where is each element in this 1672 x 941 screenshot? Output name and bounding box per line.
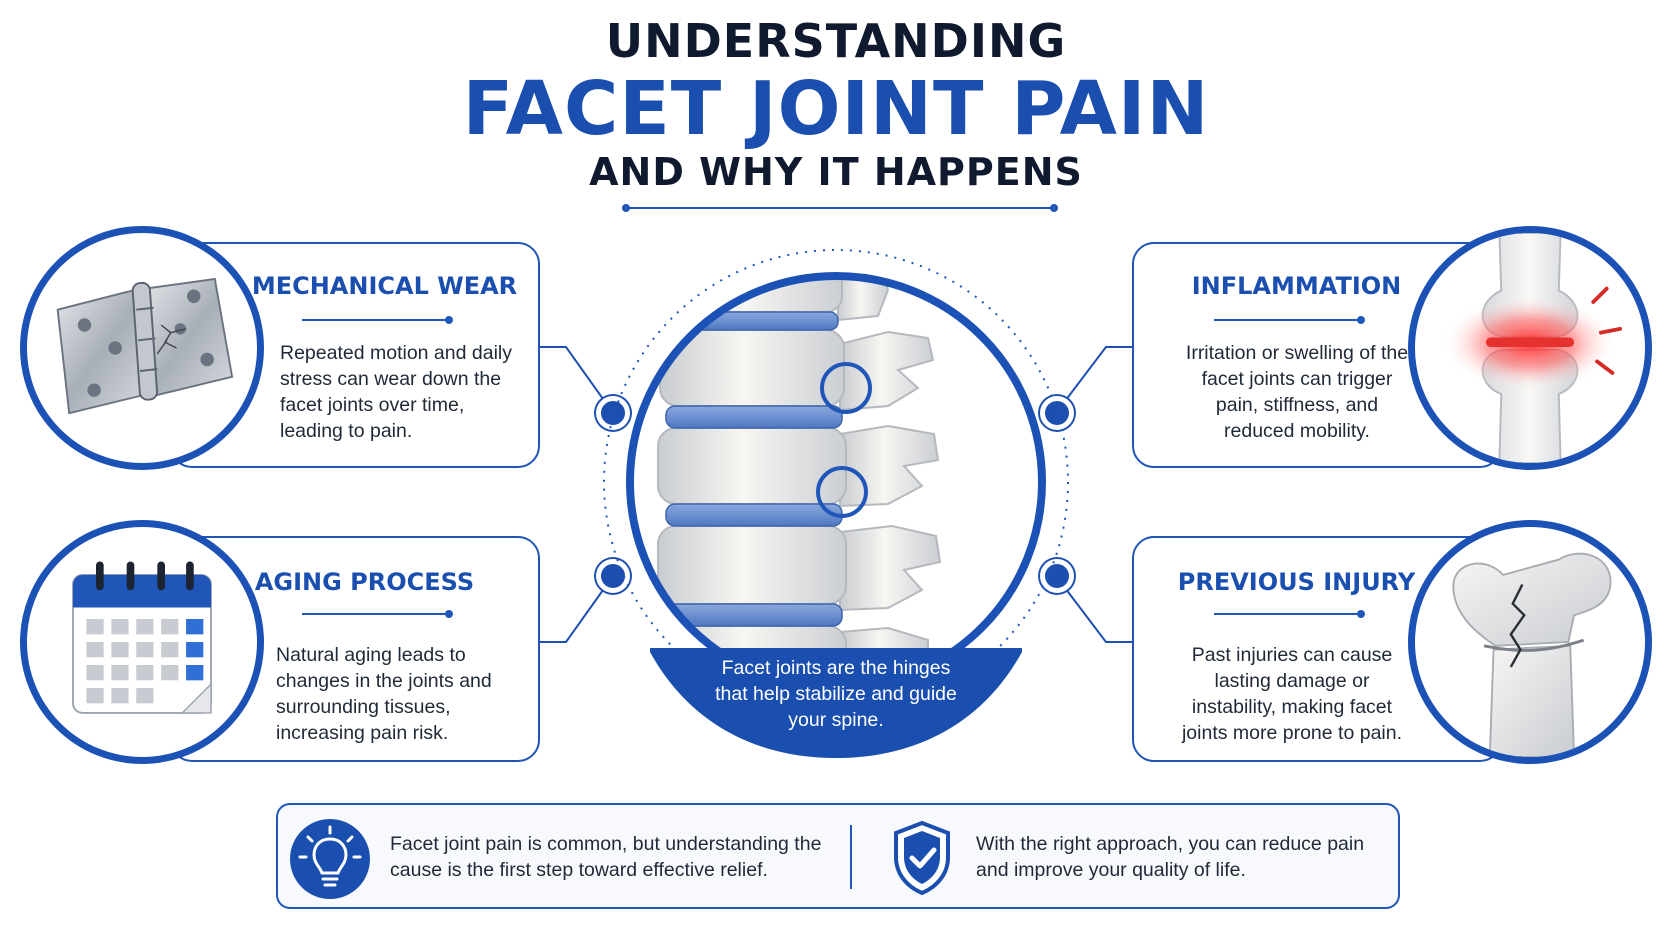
- connector-dot-mechanical-wear: [596, 396, 630, 430]
- card-title-aging-process: AGING PROCESS: [254, 568, 475, 596]
- title-top: UNDERSTANDING: [605, 14, 1067, 68]
- lightbulb-icon: [290, 819, 370, 899]
- card-text-aging-process: Natural aging leads to changes in the jo…: [276, 644, 492, 744]
- title-subtitle: AND WHY IT HAPPENS: [589, 150, 1083, 194]
- bottom-info-box: Facet joint pain is common, but understa…: [276, 803, 1400, 909]
- fractured-bone-icon: [1452, 552, 1612, 757]
- icon-circle-inflammation: [1408, 226, 1652, 470]
- footer-divider: [850, 825, 852, 889]
- card-divider: [302, 316, 453, 324]
- card-text-inflammation: Irritation or swelling of the facet join…: [1185, 342, 1409, 442]
- connector-dot-aging-process: [596, 559, 630, 593]
- icon-circle-aging-process: [20, 520, 264, 764]
- calendar-icon: [72, 561, 212, 714]
- spine-caption-banner: [650, 648, 1022, 758]
- icon-circle-previous-injury: [1408, 520, 1652, 764]
- card-title-previous-injury: PREVIOUS INJURY: [1177, 568, 1416, 596]
- spine-caption: Facet joints are the hinges that help st…: [715, 657, 957, 731]
- card-title-mechanical-wear: MECHANICAL WEAR: [251, 272, 518, 300]
- connector-dot-previous-injury: [1040, 559, 1074, 593]
- connector-dot-inflammation: [1040, 396, 1074, 430]
- footer-text-right: With the right approach, you can reduce …: [976, 833, 1365, 881]
- inflamed-joint-icon: [1441, 233, 1622, 463]
- card-divider: [302, 610, 453, 618]
- shield-check-icon: [894, 820, 950, 896]
- card-text-previous-injury: Past injuries can cause lasting damage o…: [1181, 644, 1403, 744]
- hinge-icon: [56, 277, 234, 415]
- icon-circle-mechanical-wear: [20, 226, 264, 470]
- card-title-inflammation: INFLAMMATION: [1191, 272, 1402, 300]
- title-divider: [622, 204, 1058, 212]
- card-divider: [1214, 316, 1365, 324]
- footer-text-left: Facet joint pain is common, but understa…: [390, 833, 822, 881]
- card-text-mechanical-wear: Repeated motion and daily stress can wea…: [280, 342, 512, 442]
- card-divider: [1214, 610, 1365, 618]
- page-title: FACET JOINT PAIN: [462, 66, 1210, 152]
